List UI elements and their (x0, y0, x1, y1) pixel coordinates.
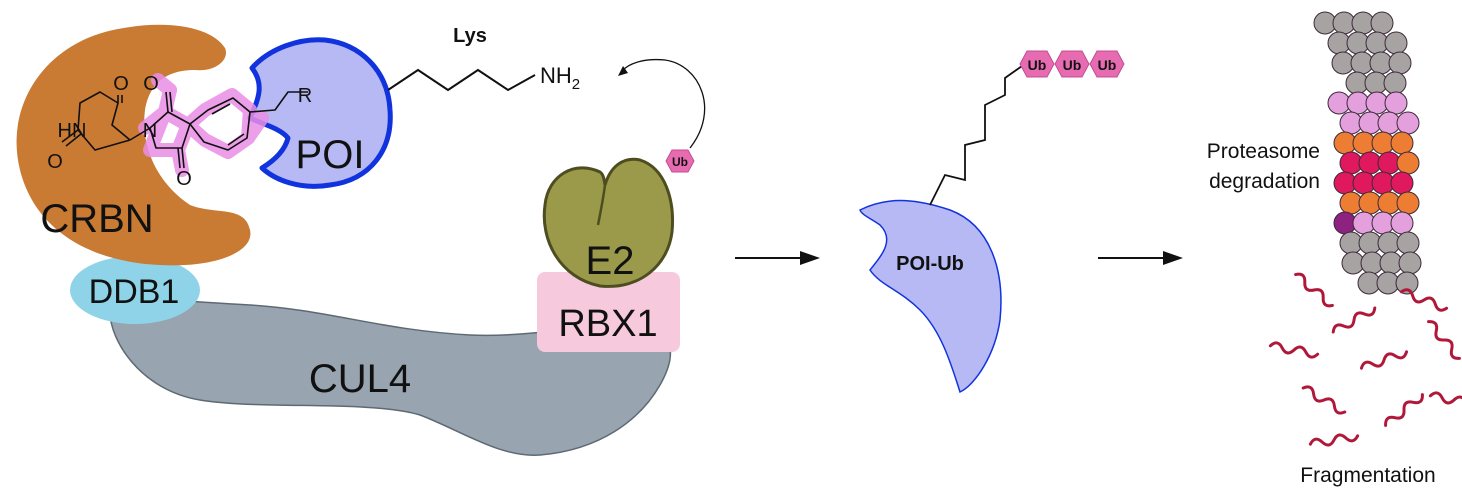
proteasome-label-line2: degradation (1209, 170, 1320, 193)
peptide-fragment (1399, 288, 1449, 312)
ub-chain-3: Ub (1089, 50, 1125, 78)
peptide-fragment (1308, 433, 1360, 447)
peptide-fragment (1359, 350, 1409, 370)
lysine-side-chain: Lys NH2 (387, 25, 580, 93)
peptide-fragments (1268, 272, 1462, 447)
ub-transfer-arrow (618, 58, 706, 149)
proteasome-subunit (1390, 171, 1414, 195)
svg-text:Ub: Ub (1098, 57, 1117, 73)
crbn-protein: CRBN (16, 24, 251, 266)
ub-on-e2: Ub (665, 149, 695, 173)
atom-hn: HN (58, 120, 87, 142)
ub-chain-1: Ub (1019, 50, 1055, 78)
e2-enzyme: E2 (542, 157, 675, 288)
peptide-fragment (1331, 306, 1377, 334)
poi-label: POI (296, 133, 365, 177)
ddb1-label: DDB1 (89, 273, 180, 311)
rbx1-label: RBX1 (558, 303, 657, 345)
ddb1-protein: DDB1 (70, 256, 200, 324)
atom-o-2: O (143, 73, 159, 95)
peptide-fragment (1268, 341, 1320, 359)
cul4-protein: CUL4 (108, 297, 671, 456)
crbn-label: CRBN (40, 197, 153, 241)
fragmentation-label: Fragmentation (1300, 464, 1435, 487)
poi-protein: POI (247, 37, 393, 189)
rbx1-protein: RBX1 (537, 272, 680, 352)
poi-ub-label: POI-Ub (896, 253, 964, 275)
cul4-label: CUL4 (309, 357, 411, 401)
proteasome-subunit (1396, 111, 1420, 135)
proteasome-subunit (1384, 31, 1408, 55)
peptide-fragment (1384, 393, 1424, 427)
peptide-fragment (1427, 320, 1461, 360)
proteasome-label-line1: Proteasome (1207, 140, 1320, 163)
peptide-fragment (1301, 385, 1347, 415)
proteasome-subunit (1396, 191, 1420, 215)
proteasome-subunit (1384, 91, 1408, 115)
e2-label: E2 (586, 239, 635, 283)
peptide-fragment (1294, 272, 1334, 308)
thalidomide-ligand: O O N HN O O R (47, 73, 312, 190)
atom-n: N (143, 120, 157, 142)
ub-chain: Ub Ub Ub (1019, 50, 1125, 78)
reaction-arrow-2 (1098, 251, 1183, 265)
reaction-arrow-1 (735, 251, 820, 265)
proteasome-subunit (1388, 51, 1412, 75)
proteasome-subunit (1383, 71, 1407, 95)
nh2-label: NH2 (540, 63, 580, 93)
atom-r: R (298, 85, 312, 107)
ub-chain-2: Ub (1054, 50, 1090, 78)
atom-o-1: O (113, 73, 129, 95)
proteasome-subunit (1390, 211, 1414, 235)
atom-o-4: O (176, 168, 192, 190)
svg-text:Ub: Ub (1028, 57, 1047, 73)
proteasome-subunit (1396, 231, 1420, 255)
peptide-fragment (1428, 391, 1462, 409)
proteasome (1313, 11, 1422, 295)
poi-ub-product: POI-Ub (859, 65, 1023, 394)
svg-text:Ub: Ub (1063, 57, 1082, 73)
proteasome-subunit (1395, 271, 1419, 295)
ub-e2-label: Ub (672, 155, 688, 169)
proteasome-subunit (1396, 151, 1420, 175)
proteasome-subunit (1398, 251, 1422, 275)
lys-label: Lys (453, 25, 487, 47)
proteasome-subunit (1370, 11, 1394, 35)
atom-o-3: O (47, 151, 63, 173)
proteasome-subunit (1390, 131, 1414, 155)
